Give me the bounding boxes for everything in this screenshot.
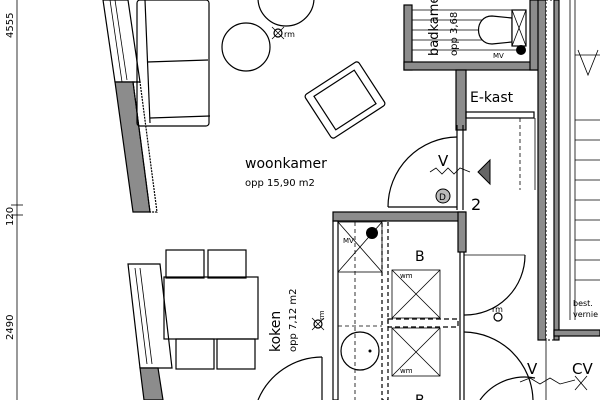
side-table <box>221 22 271 72</box>
kitchen-door-arc <box>257 356 323 400</box>
valve-label: V <box>438 152 449 170</box>
toilet <box>477 9 527 47</box>
ventilation-label: MV <box>493 52 504 60</box>
dimension-bottom: 2490 <box>5 315 16 340</box>
hall-door: D V 2 <box>387 118 536 214</box>
heating-label: CV <box>572 360 593 378</box>
note-line-1: best. <box>573 299 593 308</box>
ventilation-icon <box>366 227 378 239</box>
dimension-top: 4555 <box>5 13 16 38</box>
kitchen-storage-walls <box>332 211 467 400</box>
room-area-koken: opp 7,12 m2 <box>288 288 299 352</box>
smoke-detector-icon <box>493 312 503 322</box>
storage: B wm wm B <box>391 249 441 400</box>
dimension-line: 4555 120 2490 <box>5 0 23 400</box>
smoke-detector-label: rm <box>318 310 326 320</box>
room-area-woonkamer: opp 15,90 m2 <box>245 178 315 189</box>
smoke-detector-icon: rm <box>311 310 326 331</box>
ventilation-icon <box>516 45 526 55</box>
smoke-detector-icon: rm <box>271 26 295 40</box>
room-area-badkamer: opp 3,68 <box>449 12 460 56</box>
room-name-e-kast: E-kast <box>470 90 514 106</box>
door-label: D <box>439 193 446 203</box>
washing-machine-label: wm <box>400 367 413 375</box>
valve-label: V <box>527 360 538 378</box>
storage-doors: rm V CV <box>463 254 593 400</box>
smoke-detector-label: rm <box>284 30 295 39</box>
ventilation-label: MV <box>343 237 354 245</box>
storage-label: B <box>415 393 425 400</box>
armchair <box>304 61 386 139</box>
room-name-woonkamer: woonkamer <box>245 156 327 172</box>
bathroom: badkamer opp 3,68 MV <box>403 0 541 71</box>
stairwell: best. vernie <box>537 0 600 341</box>
dimension-middle: 120 <box>5 207 16 226</box>
storage-label: B <box>415 249 425 265</box>
note-line-2: vernie <box>573 310 598 319</box>
exterior-wall <box>102 0 173 400</box>
dining-table <box>163 249 259 370</box>
sink <box>340 331 380 371</box>
room-name-koken: koken <box>268 311 284 352</box>
kitchen-counter: MV <box>337 221 383 400</box>
room-name-badkamer: badkamer <box>427 0 442 56</box>
sofa <box>136 0 211 127</box>
washing-machine-label: wm <box>400 272 413 280</box>
number-label: 2 <box>471 195 481 214</box>
smoke-detector-label: rm <box>492 305 503 314</box>
side-table <box>257 0 315 27</box>
meter-cupboard: E-kast <box>455 69 535 131</box>
